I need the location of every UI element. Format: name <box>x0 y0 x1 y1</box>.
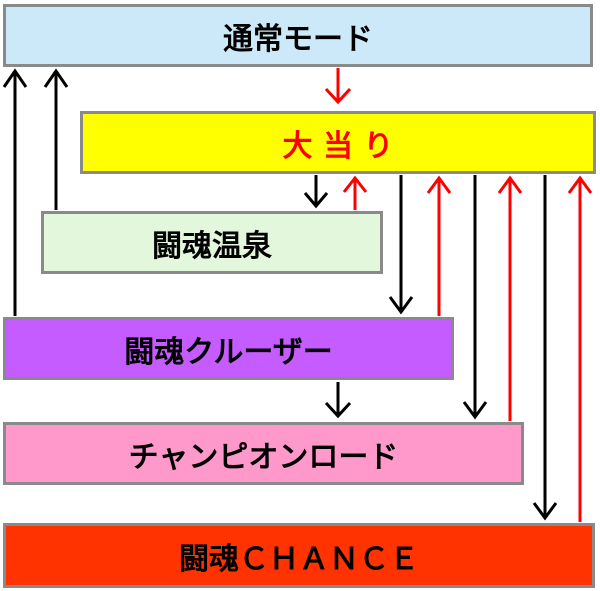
arrow-bighit-to-cruiser <box>388 175 414 315</box>
arrow-onsen-to-bighit <box>342 175 368 210</box>
node-normal-mode: 通常モード <box>3 4 593 67</box>
arrow-onsen-to-normal <box>43 68 69 210</box>
arrow-cruiser-to-champion <box>324 382 352 419</box>
arrow-cruiser-to-normal <box>2 68 28 316</box>
node-tokon-onsen-label: 闘魂温泉 <box>152 228 272 264</box>
node-big-hit: 大 当 り <box>80 111 596 174</box>
arrow-champion-to-bighit <box>497 175 523 421</box>
arrow-chance-to-bighit <box>567 175 593 522</box>
arrow-normal-to-bighit <box>324 68 352 105</box>
node-tokon-chance: 闘魂ＣＨＡＮＣＥ <box>3 523 595 588</box>
node-normal-mode-label: 通常モード <box>223 21 373 57</box>
node-tokon-chance-label: 闘魂ＣＨＡＮＣＥ <box>179 541 419 577</box>
node-tokon-cruiser-label: 闘魂クルーザー <box>124 334 333 370</box>
node-big-hit-label: 大 当 り <box>282 128 394 164</box>
arrow-bighit-to-chance <box>532 175 558 521</box>
arrow-cruiser-to-bighit <box>426 175 452 316</box>
node-tokon-onsen: 闘魂温泉 <box>41 211 383 274</box>
node-tokon-cruiser: 闘魂クルーザー <box>3 317 454 380</box>
node-champion-road: チャンピオンロード <box>3 422 524 485</box>
node-champion-road-label: チャンピオンロード <box>128 439 399 475</box>
arrow-bighit-to-onsen <box>303 175 329 209</box>
arrow-bighit-to-champion <box>462 175 488 420</box>
